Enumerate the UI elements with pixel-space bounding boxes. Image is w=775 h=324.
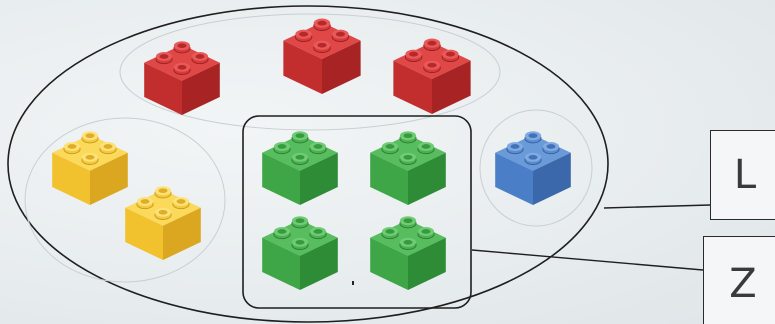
green-brick xyxy=(370,131,446,205)
yellow-group-outline xyxy=(25,118,225,282)
outer-set-label-box: L xyxy=(710,130,775,220)
red-brick xyxy=(283,19,360,94)
inner-set-label-box: Z xyxy=(703,236,775,324)
yellow-brick xyxy=(52,131,128,205)
outer-set-label: L xyxy=(734,152,756,198)
inner-set-label: Z xyxy=(729,261,756,307)
green-brick xyxy=(262,131,338,205)
inner-set-connector xyxy=(472,250,703,270)
blue-brick xyxy=(495,131,571,205)
red-brick xyxy=(144,41,220,115)
outer-set-connector xyxy=(604,205,710,208)
red-brick xyxy=(393,39,470,114)
green-brick xyxy=(370,216,446,290)
speck xyxy=(352,281,354,285)
green-brick xyxy=(262,216,338,290)
yellow-brick xyxy=(125,186,201,260)
